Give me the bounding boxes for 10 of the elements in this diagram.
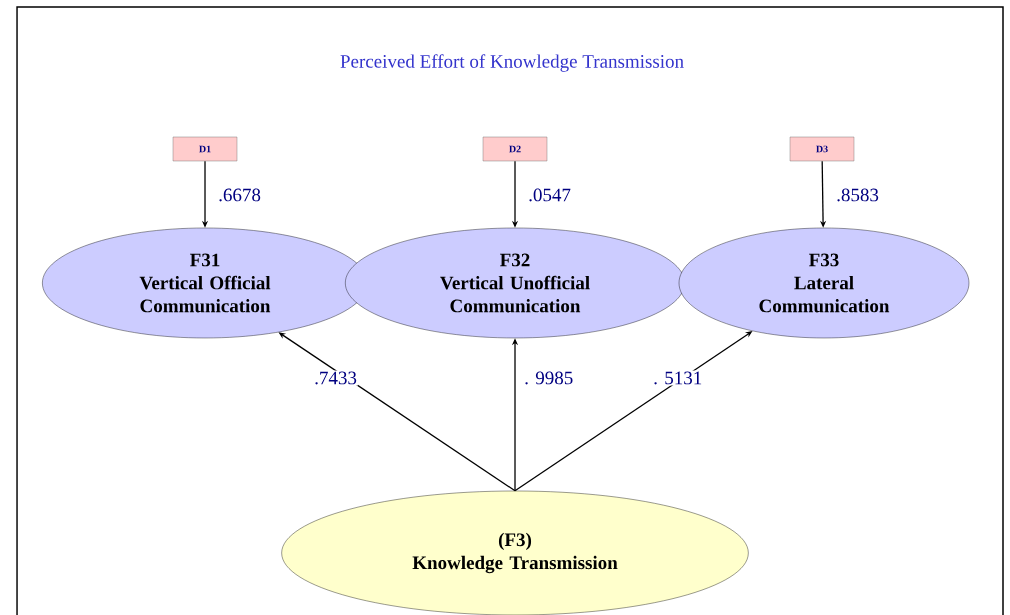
title: Perceived Effort of Knowledge Transmission	[340, 54, 684, 72]
edge-label: . 5131	[652, 370, 704, 386]
variable-box: D1	[172, 136, 238, 162]
edge-label: . 9985	[523, 370, 575, 386]
variable-box: D3	[789, 136, 855, 162]
edge-label: .6678	[217, 187, 262, 203]
edge-label: .7433	[313, 370, 358, 386]
variable-box: D2	[482, 136, 548, 162]
edge-label: .8583	[835, 187, 880, 203]
edge-label: .0547	[527, 187, 572, 203]
